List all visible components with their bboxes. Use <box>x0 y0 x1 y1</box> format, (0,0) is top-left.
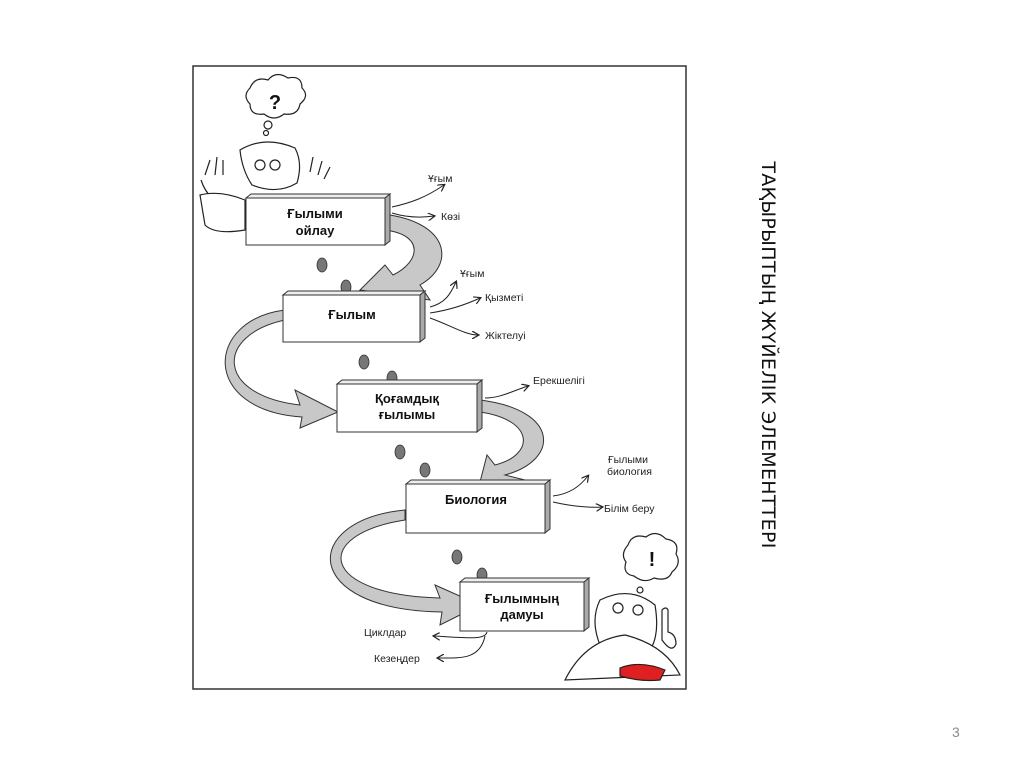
branch-label: Циклдар <box>364 627 406 639</box>
branch-arrows <box>391 185 602 658</box>
step-box-5: Ғылымның дамуы <box>458 576 591 633</box>
branch-label: Ұғым <box>428 173 452 185</box>
step-5-label-line1: Ғылымның <box>485 591 559 606</box>
branch-label: Ерекшелігі <box>533 375 585 387</box>
step-5-label-line2: дамуы <box>500 607 543 622</box>
step-4-label: Биология <box>445 492 507 507</box>
slide-title: ТАҚЫРЫПТЫҢ ЖҮЙЕЛІК ЭЛЕМЕНТТЕРІ <box>757 161 779 549</box>
branch-label: Білім беру <box>604 503 655 515</box>
step-box-4: Биология <box>404 478 552 535</box>
step-box-2: Ғылым <box>281 289 427 344</box>
branch-label: Ғылыми <box>608 454 648 466</box>
step-1-label-line1: Ғылыми <box>287 206 342 221</box>
step-2-label: Ғылым <box>328 307 375 322</box>
step-box-1: Ғылыми ойлау <box>244 192 392 247</box>
step-box-3: Қоғамдық ғылымы <box>335 378 484 434</box>
curved-arrow-2 <box>224 309 340 429</box>
branch-label: Ұғым <box>460 268 484 280</box>
step-1-label-line2: ойлау <box>296 223 335 238</box>
branch-label: Жіктелуі <box>485 330 526 342</box>
branch-label: биология <box>607 466 652 478</box>
exclamation-bubble-text: ! <box>649 549 656 571</box>
question-mark-bubble-text: ? <box>269 92 281 114</box>
idea-man-illustration <box>564 532 681 682</box>
page-number: 3 <box>952 724 960 740</box>
curved-arrow-4 <box>329 509 482 626</box>
branch-label: Қызметі <box>485 292 523 304</box>
puzzled-man-illustration <box>199 73 331 233</box>
branch-label: Кезеңдер <box>374 653 420 665</box>
step-3-label-line1: Қоғамдық <box>375 391 439 406</box>
step-3-label-line2: ғылымы <box>379 407 436 422</box>
branch-label: Көзі <box>441 211 460 223</box>
